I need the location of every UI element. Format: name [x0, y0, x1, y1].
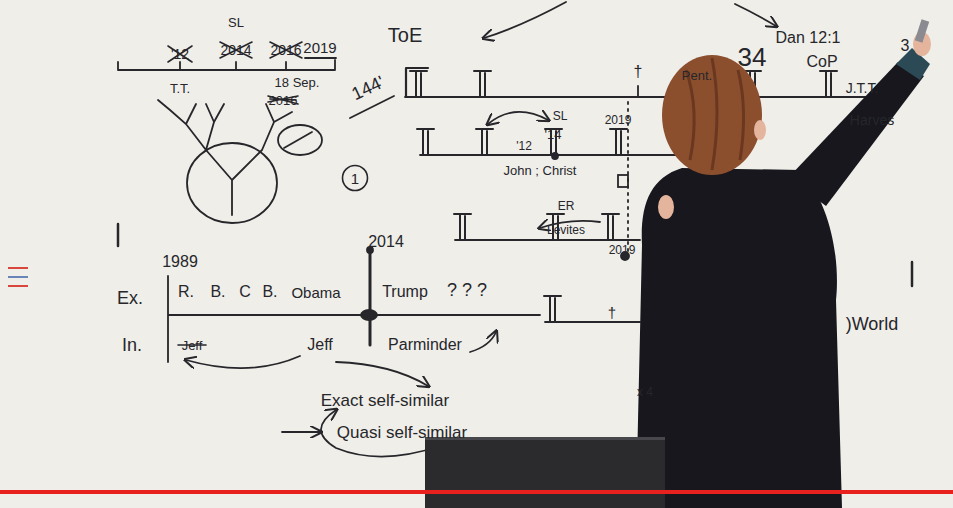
board-note: )World: [846, 315, 899, 333]
pillar: [820, 71, 837, 97]
board-note: Exact self-similar: [321, 392, 449, 409]
loop-line: [284, 132, 312, 148]
loop-oval: [278, 125, 322, 155]
pillar: [476, 129, 493, 155]
strike-out: [270, 42, 302, 58]
board-note: B.: [210, 284, 225, 300]
board-note: J.T.T.: [846, 81, 879, 95]
board-note: 2019: [605, 114, 632, 126]
axis-line: [168, 276, 540, 362]
board-note: SL: [553, 110, 568, 122]
board-note: '12: [171, 47, 189, 61]
pillar: [474, 71, 491, 97]
board-note: B.: [262, 284, 277, 300]
hair: [662, 55, 762, 175]
edge-mark: [8, 276, 28, 278]
board-note: 2019: [303, 40, 336, 55]
board-note: 3: [901, 38, 910, 54]
board-note: Jeff: [307, 337, 333, 353]
strike-out: [178, 344, 206, 346]
board-note: Levites: [547, 224, 585, 236]
board-note: CoP: [806, 54, 837, 70]
board-note: In.: [122, 336, 142, 354]
underline: [305, 57, 336, 59]
strike-out: [268, 96, 298, 104]
pillar: [544, 296, 561, 322]
arrow: [735, 4, 776, 26]
board-note: ToE: [388, 25, 422, 45]
arrow: [282, 431, 320, 433]
board-note: John ; Christ: [504, 164, 577, 177]
pillar: [410, 71, 427, 97]
arrow: [186, 356, 300, 368]
jacket: [636, 168, 842, 508]
board-note: 34: [738, 44, 767, 70]
board-note: †: [634, 64, 643, 80]
board-note: 2014: [368, 234, 404, 250]
arm: [788, 62, 924, 206]
board-note: '12: [516, 140, 532, 152]
board-note: Ex.: [117, 289, 143, 307]
tree-branches: [158, 100, 292, 215]
arrow: [488, 112, 548, 124]
board-note: R.: [178, 284, 194, 300]
board-note: 18 Sep.: [275, 76, 320, 89]
progress-bar: [0, 490, 953, 494]
board-note: Trump: [382, 284, 428, 300]
timeline: [545, 321, 640, 323]
board-note: 2014: [220, 43, 251, 57]
board-note: Jeff: [182, 339, 203, 352]
arrow: [484, 2, 566, 38]
node-text: 1: [341, 164, 369, 192]
presenter: [636, 19, 931, 508]
timeline: [118, 60, 335, 70]
board-note: Quasi self-similar: [337, 424, 467, 441]
board-note: ER: [558, 200, 575, 212]
board-note: T.T.: [170, 82, 190, 95]
board-note: x 4: [637, 386, 653, 398]
strike-out: [168, 46, 192, 62]
small-box: [618, 175, 628, 187]
pillar: [417, 129, 434, 155]
pillar: [602, 214, 619, 240]
strike-out: [220, 42, 252, 58]
edge-marks: [8, 268, 28, 286]
arrow: [336, 362, 428, 386]
pillar: [610, 129, 627, 155]
board-note: Harves: [850, 113, 894, 127]
podium: [425, 437, 665, 508]
divider: [369, 250, 372, 345]
ear: [754, 120, 766, 140]
board-note: '14: [545, 128, 562, 141]
dot: [552, 153, 558, 159]
circled-number: 1: [341, 164, 369, 192]
board-note: Obama: [291, 285, 340, 300]
pillar: [454, 214, 471, 240]
board-note: †: [608, 305, 616, 320]
board-note: 144': [349, 73, 387, 103]
board-note: 1989: [162, 254, 198, 270]
timeline: [420, 154, 700, 156]
board-note: C: [239, 284, 251, 300]
board-note: ? ? ?: [447, 281, 487, 299]
board-note: 2016: [270, 43, 301, 57]
board-note: 2019: [609, 244, 636, 256]
arrow: [470, 332, 496, 352]
hand: [658, 195, 674, 219]
board-note: 2016: [269, 94, 298, 107]
marker-pen: [915, 19, 929, 42]
board-note: SL: [228, 16, 244, 29]
dot: [361, 310, 377, 320]
board-note: Parminder: [388, 337, 462, 353]
board-note: Pent.: [682, 69, 712, 82]
board-note: Dan 12:1: [776, 30, 841, 46]
pillar: [406, 68, 428, 97]
